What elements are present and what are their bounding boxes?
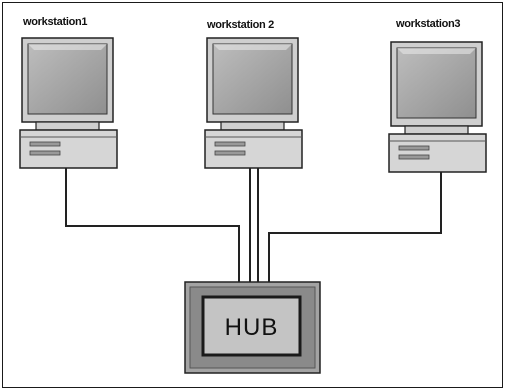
monitor-icon (390, 41, 483, 135)
workstation2-label: workstation 2 (207, 19, 275, 31)
workstation3-label: workstation3 (396, 18, 461, 30)
workstation1 (19, 37, 118, 169)
cable-workstation1 (65, 168, 240, 282)
cable-workstation3 (268, 170, 442, 282)
monitor-icon (206, 37, 299, 131)
computer-case-icon (19, 129, 118, 169)
computer-case-icon (388, 133, 487, 173)
workstation2 (204, 37, 303, 169)
hub: HUB (184, 281, 321, 374)
workstation1-label: workstation1 (23, 16, 88, 28)
hub-label: HUB (225, 314, 279, 341)
workstation3 (388, 41, 487, 173)
computer-case-icon (204, 129, 303, 169)
network-cables (65, 168, 442, 282)
monitor-icon (21, 37, 114, 131)
hub-inner-box (201, 295, 302, 357)
